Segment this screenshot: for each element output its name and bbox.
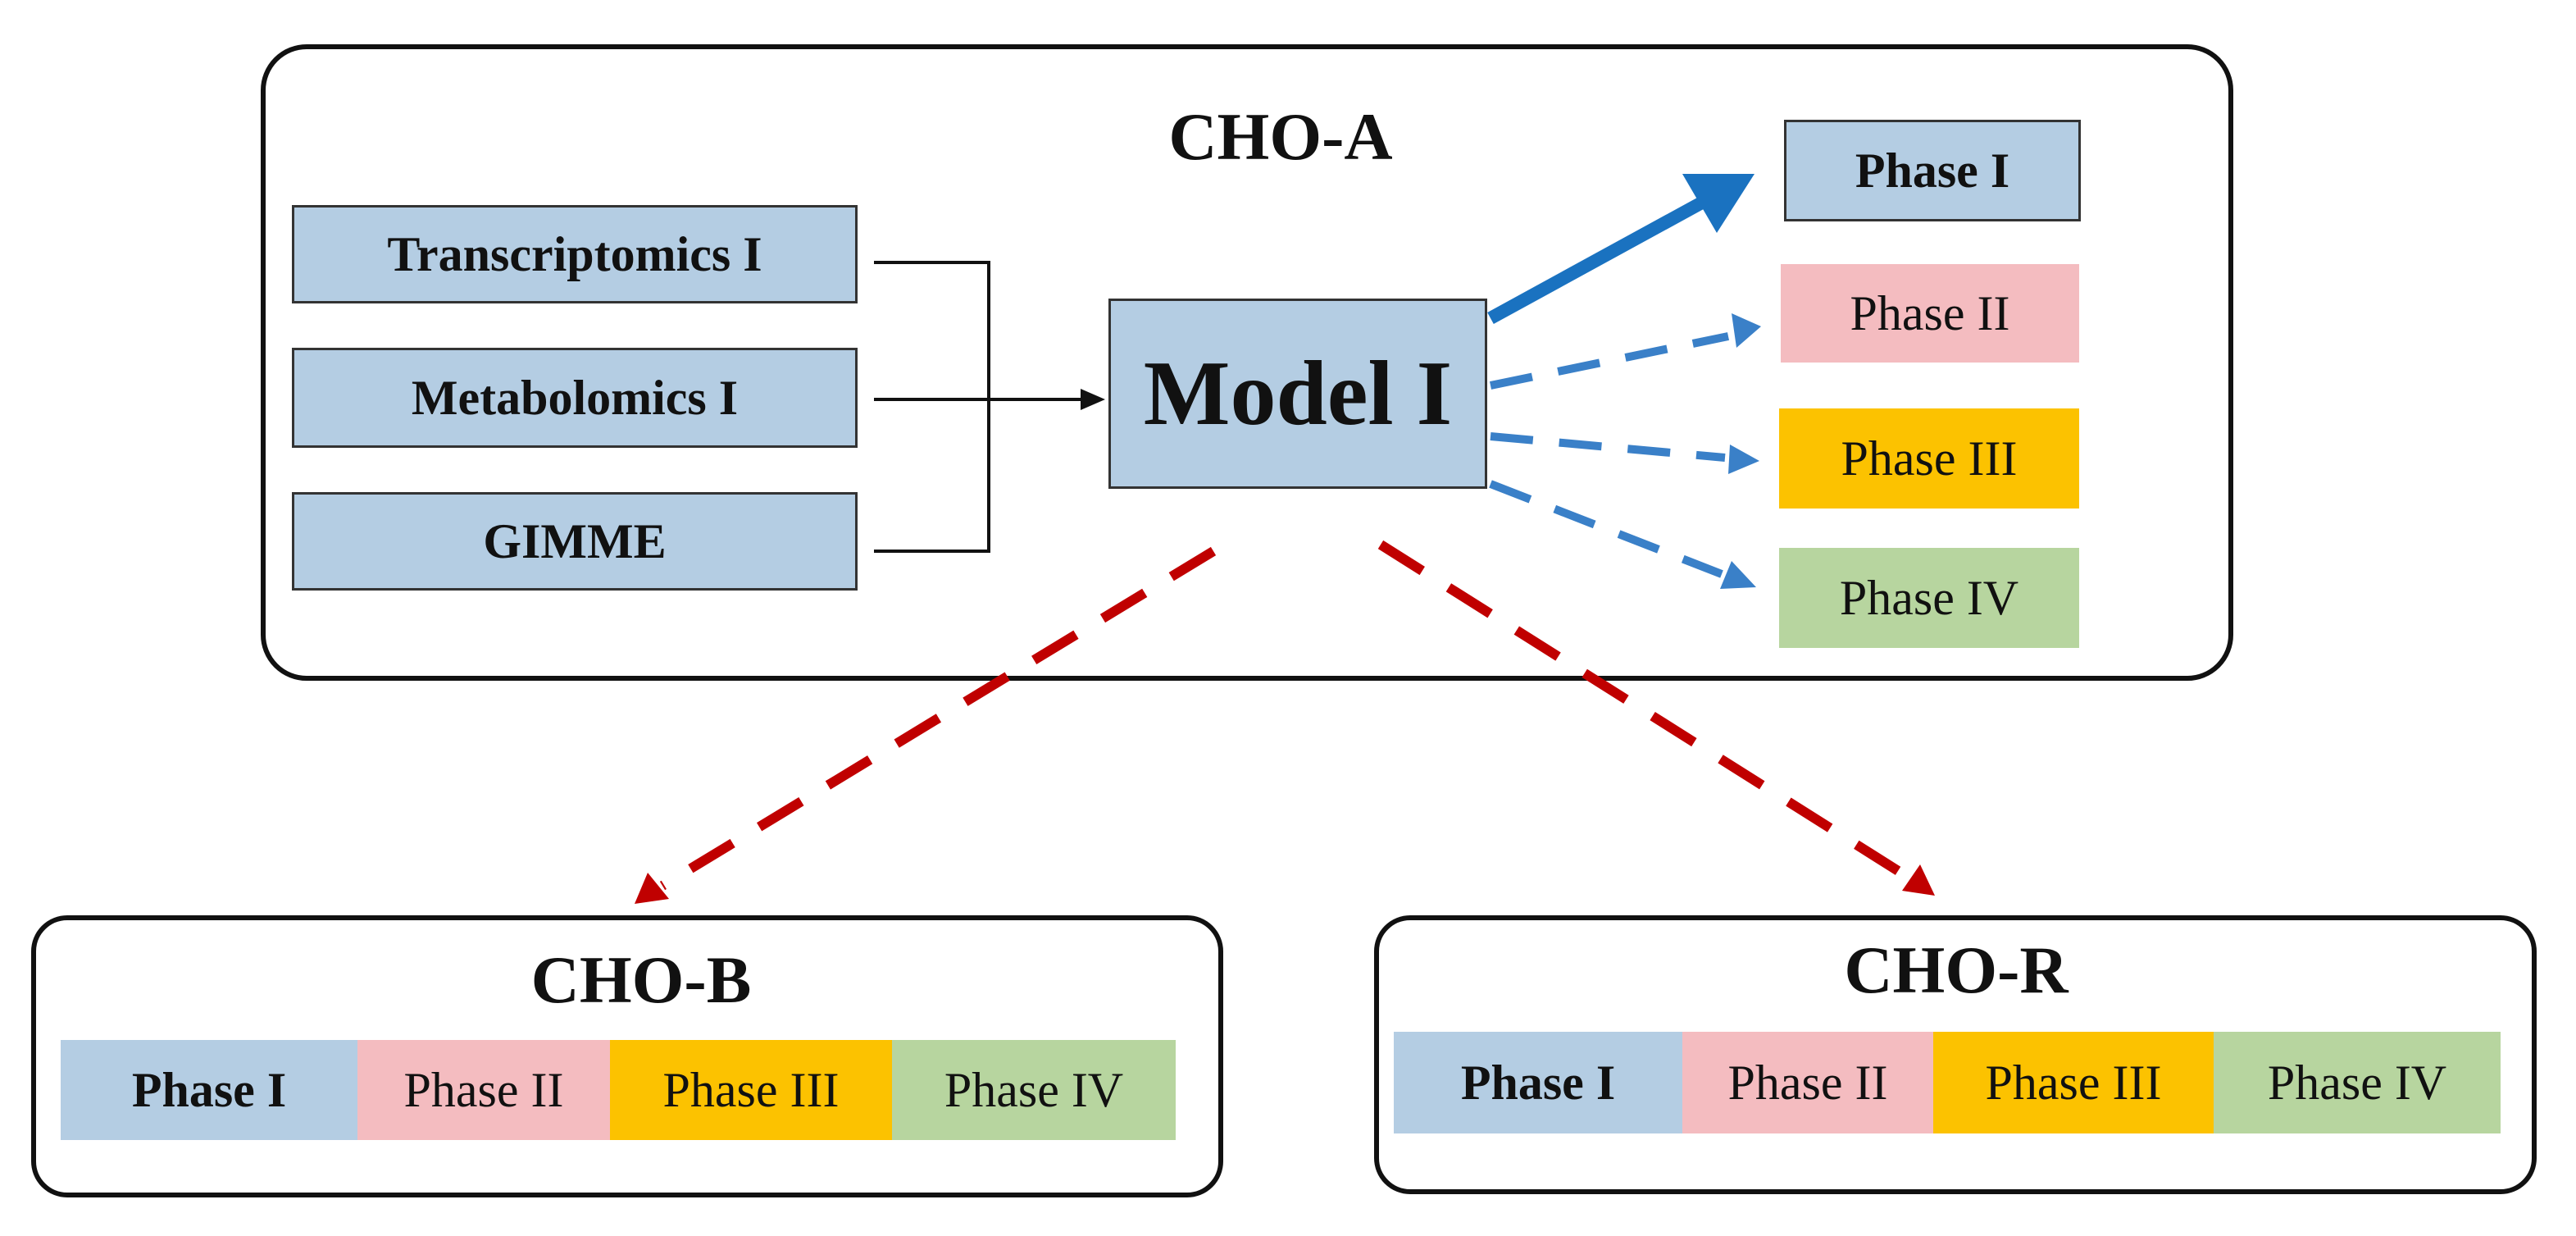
model-to-cho-r-arrowhead xyxy=(1902,864,1935,896)
model-to-phase-4-arrowhead xyxy=(1720,561,1756,589)
cho-a-phase-4: Phase IV xyxy=(1779,548,2079,648)
transcriptomics-box: Transcriptomics I xyxy=(292,205,858,303)
cho-r-title: CHO-R xyxy=(1844,933,2069,1007)
cho-b-container xyxy=(31,915,1223,1197)
cho-b-phase-2: Phase II xyxy=(357,1040,610,1140)
model-to-phase-2-dashed-arrow xyxy=(1489,332,1730,390)
model-to-cho-r-dashed-arrow xyxy=(1377,540,1912,883)
model-to-phase-4-dashed-arrow xyxy=(1489,480,1723,578)
cho-r-phase-3: Phase III xyxy=(1933,1032,2214,1133)
model-to-cho-b-dashed-arrow xyxy=(659,546,1217,891)
input-merge-bracket xyxy=(874,261,990,553)
model-to-phase-1-arrowhead xyxy=(1682,174,1755,233)
cho-a-phase-1: Phase I xyxy=(1784,120,2081,221)
model-to-phase-1-solid-arrow xyxy=(1487,197,1704,325)
cho-a-phase-2: Phase II xyxy=(1781,264,2079,363)
cho-b-phase-3: Phase III xyxy=(610,1040,892,1140)
cho-r-phase-2: Phase II xyxy=(1682,1032,1933,1133)
cho-b-phase-1: Phase I xyxy=(61,1040,357,1140)
model-to-phase-2-arrowhead xyxy=(1732,313,1761,348)
cho-a-phase-3: Phase III xyxy=(1779,408,2079,509)
cho-a-title: CHO-A xyxy=(1168,99,1393,174)
cho-r-phase-4: Phase IV xyxy=(2214,1032,2501,1133)
model-to-cho-b-arrowhead xyxy=(635,873,669,904)
model-box: Model I xyxy=(1108,299,1487,489)
gimme-box: GIMME xyxy=(292,492,858,591)
cho-b-title: CHO-B xyxy=(530,942,752,1017)
cho-a-container xyxy=(261,44,2233,681)
cho-r-container xyxy=(1374,915,2537,1194)
cho-r-phase-1: Phase I xyxy=(1394,1032,1682,1133)
model-to-phase-3-arrowhead xyxy=(1728,445,1759,474)
input-to-model-arrowhead xyxy=(1081,389,1105,410)
metabolomics-box: Metabolomics I xyxy=(292,348,858,448)
cho-b-phase-4: Phase IV xyxy=(892,1040,1176,1140)
model-to-phase-3-dashed-arrow xyxy=(1490,432,1726,462)
